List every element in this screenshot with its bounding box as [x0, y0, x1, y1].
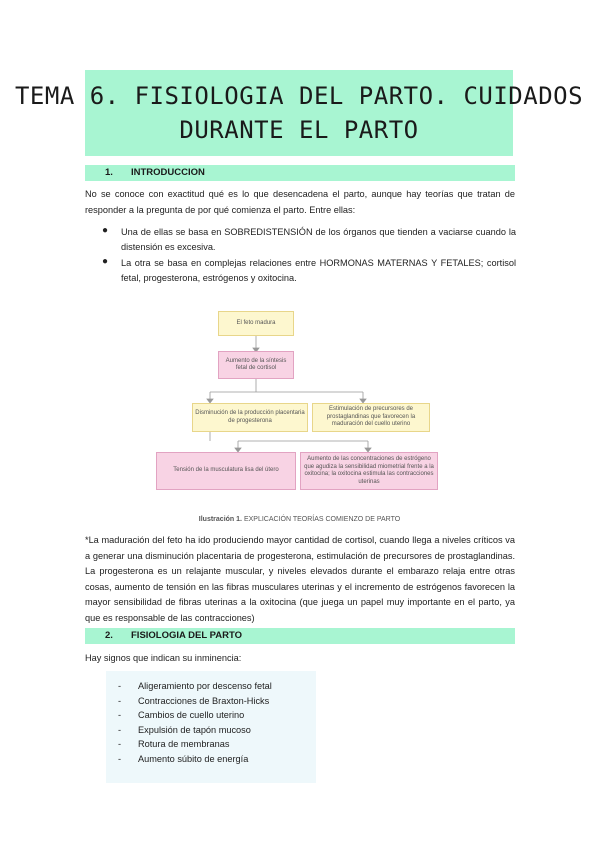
section-heading-introduccion: 1. INTRODUCCION	[85, 165, 515, 181]
list-item-text: Aligeramiento por descenso fetal	[138, 681, 272, 691]
section-number: 2.	[105, 630, 113, 641]
caption-text: EXPLICACIÓN TEORÍAS COMIENZO DE PARTO	[243, 516, 401, 523]
diagram-box-prostaglandinas: Estimulación de precursores de prostagla…	[312, 403, 430, 432]
section-title: INTRODUCCION	[131, 167, 205, 178]
signs-list: - Aligeramiento por descenso fetal - Con…	[106, 671, 316, 783]
bullet-item-2: ● La otra se basa en complejas relacione…	[0, 256, 599, 286]
bullet-icon: ●	[102, 256, 109, 267]
title-line-2: DURANTE EL PARTO	[179, 116, 419, 144]
explanation-paragraph: *La maduración del feto ha ido producien…	[85, 535, 515, 623]
bullet-text: La otra se basa en complejas relaciones …	[121, 258, 516, 283]
list-item-text: Contracciones de Braxton-Hicks	[138, 695, 270, 706]
diagram-box-tension-utero: Tensión de la musculatura lisa del útero	[156, 452, 296, 490]
diagram-box-cortisol: Aumento de la síntesis fetal de cortisol	[218, 351, 294, 379]
section-heading-fisiologia: 2. FISIOLOGIA DEL PARTO	[85, 628, 515, 644]
dash-marker: -	[118, 753, 122, 764]
list-item-text: Cambios de cuello uterino	[138, 710, 245, 720]
dash-marker: -	[118, 724, 122, 735]
document-title-banner: TEMA 6. FISIOLOGIA DEL PARTO. CUIDADOS D…	[15, 70, 583, 156]
dash-marker: -	[118, 710, 122, 720]
diagram-connectors	[206, 336, 372, 453]
diagram-box-progesterona: Disminución de la producción placentaria…	[192, 403, 308, 432]
figure-caption: Ilustración 1. EXPLICACIÓN TEORÍAS COMIE…	[0, 516, 599, 523]
bullet-item-1: ● Una de ellas se basa en SOBREDISTENSIÓ…	[0, 225, 599, 255]
list-item-text: Expulsión de tapón mucoso	[138, 724, 251, 735]
title-line-1: TEMA 6. FISIOLOGIA DEL PARTO. CUIDADOS	[14, 82, 584, 110]
diagram-box-feto-madura: El feto madura	[218, 311, 294, 336]
signs-intro: Hay signos que indican su inminencia:	[85, 653, 242, 663]
dash-marker: -	[118, 681, 122, 691]
list-item-text: Aumento súbito de energía	[138, 753, 249, 764]
section-title: FISIOLOGIA DEL PARTO	[131, 630, 243, 641]
caption-label: Ilustración 1.	[198, 516, 242, 523]
dash-marker: -	[118, 695, 122, 706]
intro-paragraph: No se conoce con exactitud qué es lo que…	[85, 189, 515, 215]
dash-marker: -	[118, 739, 122, 749]
flow-diagram: El feto madura Aumento de la síntesis fe…	[150, 305, 450, 505]
bullet-icon: ●	[102, 225, 109, 236]
section-number: 1.	[105, 167, 113, 178]
bullet-text: Una de ellas se basa en SOBREDISTENSIÓN …	[121, 227, 516, 252]
list-item-text: Rotura de membranas	[138, 739, 230, 749]
diagram-box-estrogeno-oxitocina: Aumento de las concentraciones de estróg…	[300, 452, 438, 490]
